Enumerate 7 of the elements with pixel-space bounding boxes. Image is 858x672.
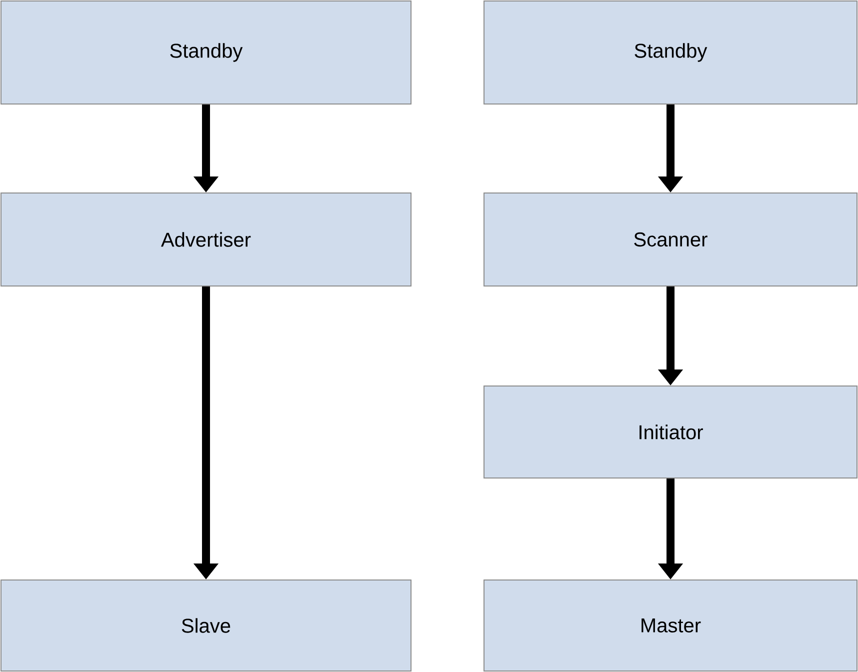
state-box: Initiator [484, 386, 858, 478]
state-box: Advertiser [0, 192, 412, 286]
state-box: Standby [0, 0, 412, 104]
state-box: Master [484, 580, 858, 672]
state-box: Scanner [484, 192, 858, 286]
state-box: Standby [484, 0, 858, 104]
state-box: Slave [0, 580, 412, 672]
